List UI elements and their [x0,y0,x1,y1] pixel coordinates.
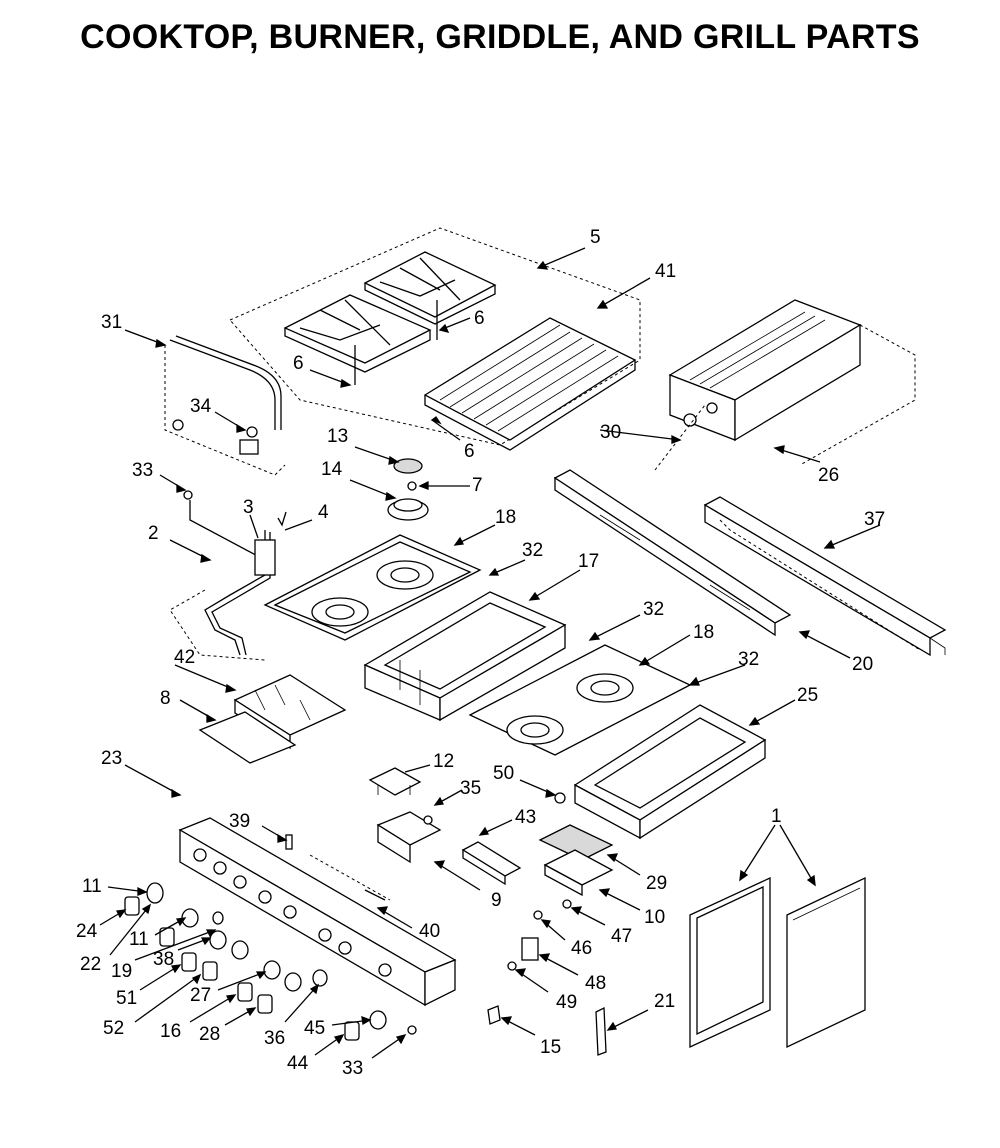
callout-8: 8 [160,688,171,709]
callout-19: 19 [111,961,132,982]
callout-35: 35 [460,778,481,799]
callout-24: 24 [76,921,98,942]
callout-16: 16 [160,1021,181,1042]
part-41-grill-grates [423,317,637,451]
callout-11: 11 [82,876,102,897]
callout-29: 29 [646,873,667,894]
part-47-screw [562,899,572,909]
callout-32: 32 [643,599,664,620]
callout-10: 10 [644,907,665,928]
callout-37: 37 [864,509,885,530]
callout-28: 28 [199,1024,220,1045]
callout-18: 18 [495,507,516,528]
part-37-rear-shelf [703,496,947,657]
callout-3: 3 [243,497,254,518]
leader-lines [99,247,881,1059]
part-8-plate [198,711,297,764]
callout-12: 12 [433,751,454,772]
callout-52: 52 [103,1018,124,1039]
part-23-control-panel [178,817,457,1007]
grate-outline [229,227,641,446]
callout-25: 25 [797,685,818,706]
callout-5: 5 [590,227,601,248]
part-46-screw [533,910,543,920]
part-1-side-panels [689,876,866,1049]
callout-51: 51 [116,988,137,1009]
callout-6: 6 [474,308,485,329]
callout-1: 1 [771,806,782,827]
callout-32: 32 [522,540,543,561]
callout-labels: 5 41 6 6 6 31 34 30 26 13 14 7 33 3 4 2 … [76,227,885,1079]
callout-26: 26 [818,465,839,486]
callout-15: 15 [540,1037,561,1058]
part-9-valve [376,811,442,864]
callout-34: 34 [190,396,212,417]
part-26-grill-module [654,299,916,471]
callout-47: 47 [611,926,632,947]
callout-42: 42 [174,647,195,668]
part-2-3-4-igniter-assembly [169,490,287,661]
callout-6: 6 [464,441,475,462]
part-5-burner-grates [283,251,497,385]
part-21-bracket [595,1006,607,1056]
part-48-switch [521,937,539,961]
callout-6: 6 [293,353,304,374]
callout-46: 46 [571,938,592,959]
callout-39: 39 [229,811,250,832]
callout-7: 7 [472,475,483,496]
part-49-screw [507,961,517,971]
callout-41: 41 [655,261,676,282]
part-25-griddle-plate [573,704,767,840]
part-7-screw [407,481,417,491]
part-17-griddle-tub [363,591,567,722]
callout-13: 13 [327,426,348,447]
callout-33: 33 [342,1058,363,1079]
callout-14: 14 [321,459,343,480]
callout-21: 21 [654,991,675,1012]
part-20-rear-trim [553,469,792,637]
callout-50: 50 [493,763,514,784]
callout-18: 18 [693,622,714,643]
callout-11: 11 [129,929,149,950]
callout-43: 43 [515,807,536,828]
page-title: COOKTOP, BURNER, GRIDDLE, AND GRILL PART… [80,18,920,56]
callout-45: 45 [304,1018,325,1039]
part-15-clip [487,1005,501,1025]
part-43-module [461,841,522,886]
callout-2: 2 [148,523,159,544]
callout-36: 36 [264,1028,285,1049]
callout-32: 32 [738,649,759,670]
part-31-tube [164,335,286,476]
callout-9: 9 [491,890,502,911]
callout-38: 38 [153,949,174,970]
callout-4: 4 [318,502,329,523]
callout-30: 30 [600,422,621,443]
part-50-fitting [554,792,566,804]
part-13-burner-cap [393,458,423,474]
part-40-shaft [309,854,391,901]
callout-48: 48 [585,973,606,994]
callout-17: 17 [578,551,599,572]
callout-40: 40 [419,921,440,942]
part-10-box [543,849,614,897]
callout-23: 23 [101,748,122,769]
callout-44: 44 [287,1053,309,1074]
callout-31: 31 [101,312,122,333]
callout-33: 33 [132,460,153,481]
part-12-bracket [368,767,422,796]
callout-22: 22 [80,954,101,975]
callout-20: 20 [852,654,873,675]
callout-27: 27 [190,985,211,1006]
part-14-burner-head [387,498,429,521]
knobs-and-bezels [124,882,417,1041]
part-18-burner-tray-left [263,534,482,641]
callout-49: 49 [556,992,577,1013]
